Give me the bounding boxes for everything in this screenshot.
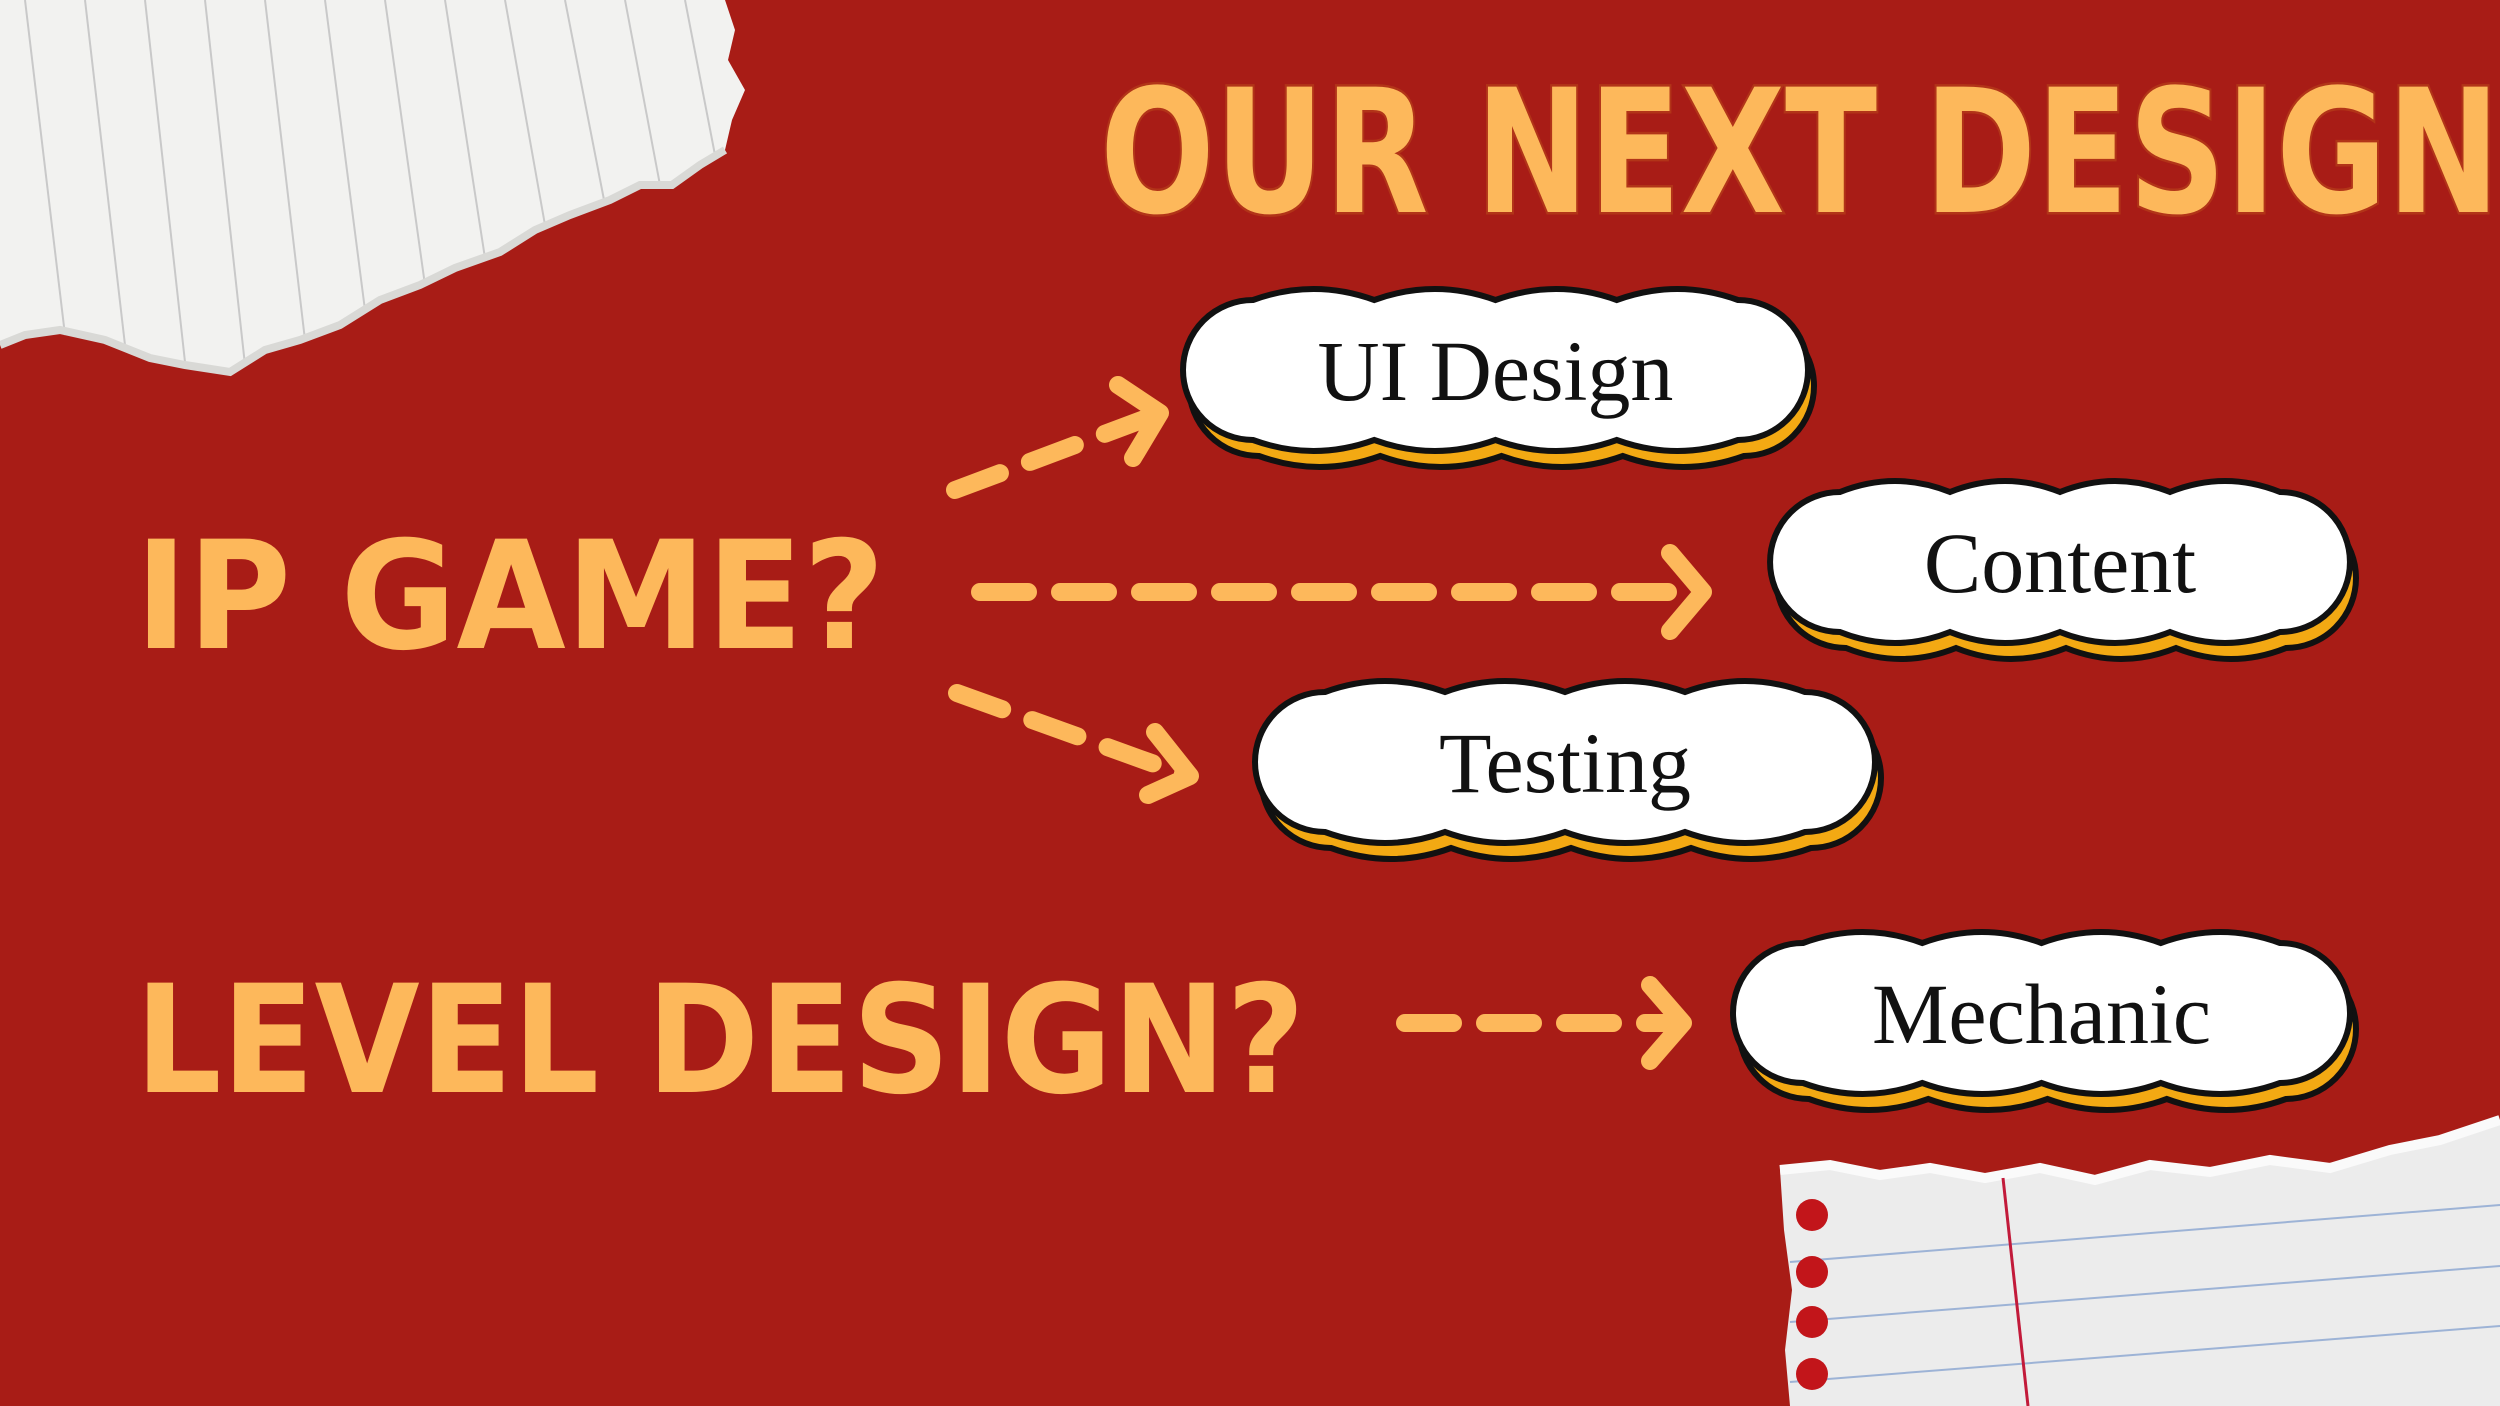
question-level-design: LEVEL DESIGN? [135, 954, 1305, 1128]
question-ip-game: IP GAME? [135, 510, 885, 684]
bubble-label: Testing [1439, 715, 1691, 811]
bubble-body [1730, 929, 2353, 1097]
bubble-body [1180, 286, 1811, 454]
arrow-to-ui-design [946, 376, 1169, 499]
arrow-to-content [971, 544, 1712, 640]
notebook-paper-bottom-right [1779, 1115, 2500, 1406]
bubble-mechanic: Mechanic [1730, 929, 2359, 1113]
bubble-label: Mechanic [1872, 966, 2211, 1062]
bubble-testing: Testing [1252, 678, 1884, 862]
bubble-content: Content [1767, 478, 2359, 662]
arrow-to-mechanic [1396, 976, 1692, 1070]
bubble-label: Content [1924, 515, 2196, 611]
bubble-ui-design: UI Design [1180, 286, 1817, 470]
torn-paper-top-left [0, 0, 745, 377]
arrow-to-testing [948, 684, 1199, 804]
bubble-label: UI Design [1318, 323, 1674, 419]
bubble-body [1252, 678, 1878, 846]
slide-title: OUR NEXT DESIGN [1100, 52, 2500, 253]
bubble-body [1767, 478, 2353, 646]
